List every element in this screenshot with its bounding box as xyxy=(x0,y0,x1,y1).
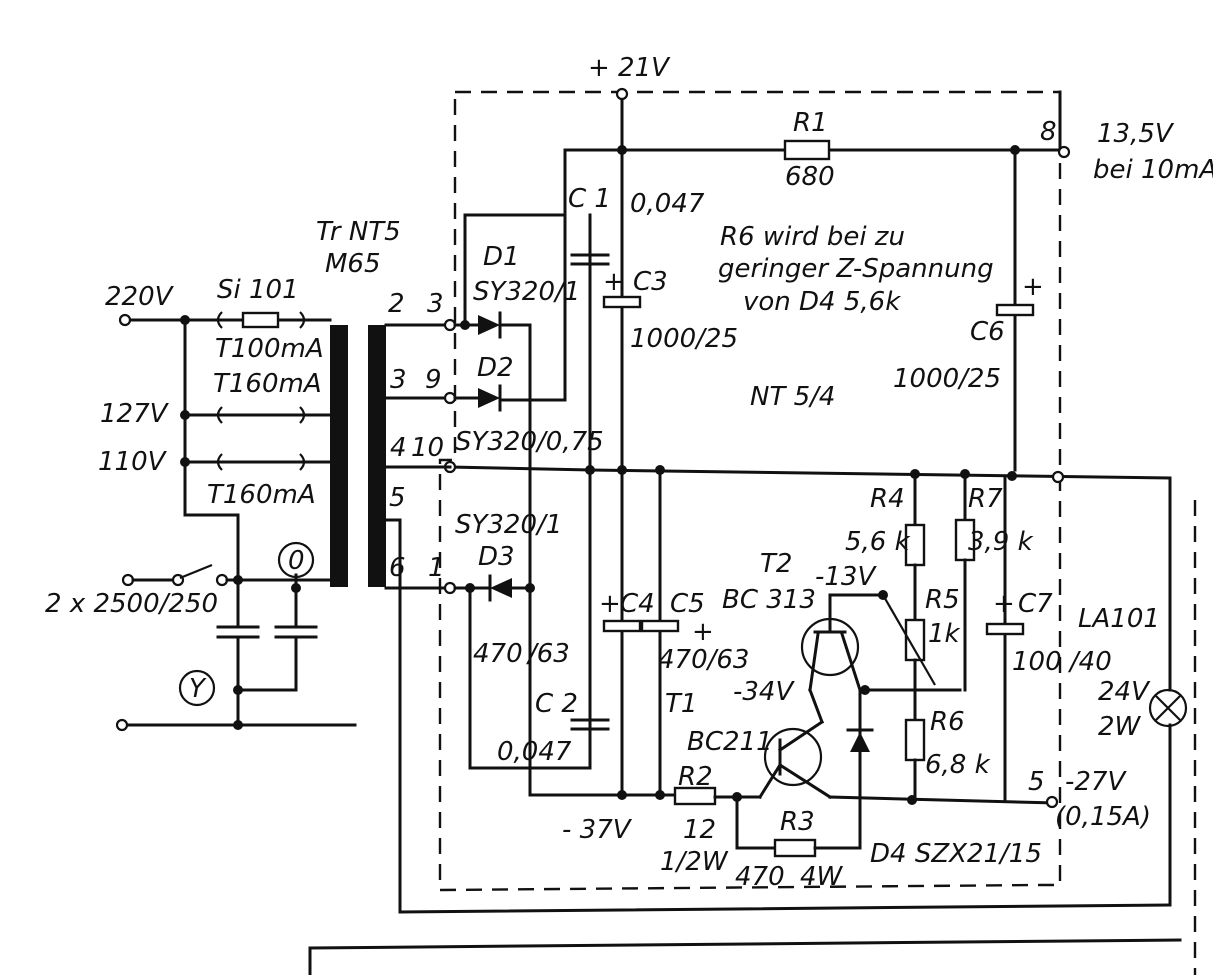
label-tr-pin6: 6 xyxy=(389,553,406,583)
label-d3-type: SY320/1 xyxy=(455,510,562,540)
label-out5-current: (0,15A) xyxy=(1055,802,1151,832)
label-d2-type: SY320/0,75 xyxy=(455,427,604,457)
label-t2-type: BC 313 xyxy=(722,585,816,615)
label-r1-value: 680 xyxy=(785,162,835,192)
lamp-la101 xyxy=(1148,688,1188,728)
label-fuse: Si 101 xyxy=(217,275,299,305)
label-tr-pin4: 4 xyxy=(390,433,407,463)
label-r5-value: 1k xyxy=(928,619,961,649)
label-c2: C 2 xyxy=(535,689,578,719)
label-c5: C5 xyxy=(670,589,705,619)
label-127v: 127V xyxy=(100,399,170,429)
label-c6-value: 1000/25 xyxy=(893,364,1001,394)
label-r5: R5 xyxy=(925,585,960,615)
note-line3: von D4 5,6k xyxy=(743,287,901,317)
label-d4: D4 SZX21/15 xyxy=(870,839,1042,869)
label-t1-type: BC211 xyxy=(687,727,773,757)
label-r4-value: 5,6 k xyxy=(845,527,911,557)
label-c5-value: 470/63 xyxy=(658,645,749,675)
label-mains-caps: 2 x 2500/250 xyxy=(45,589,218,619)
r3-resistor xyxy=(773,838,817,858)
label-t2: T2 xyxy=(760,549,792,579)
label-r2: R2 xyxy=(678,762,713,792)
note-line2: geringer Z-Spannung xyxy=(718,254,994,284)
label-fuse-val1: T100mA xyxy=(215,334,324,364)
label-t1-voltage: -34V xyxy=(733,677,795,707)
label-r1: R1 xyxy=(793,108,828,138)
label-out-voltage: 13,5V xyxy=(1097,119,1175,149)
label-transformer: Tr NT5 xyxy=(316,217,401,247)
label-c4: C4 xyxy=(620,589,655,619)
label-lamp-voltage: 24V xyxy=(1098,677,1151,707)
label-tr-pin3: 3 xyxy=(390,365,407,395)
module-boundary xyxy=(438,90,1062,892)
label-c1-value: 0,047 xyxy=(630,189,705,219)
svg-text:+: + xyxy=(599,589,621,619)
mains-section xyxy=(115,541,357,732)
label-c1: C 1 xyxy=(568,184,611,214)
label-c4-value: 470 xyxy=(473,639,523,669)
label-110v: 110V xyxy=(98,447,168,477)
label-o: 0 xyxy=(288,546,305,576)
svg-text:+: + xyxy=(603,267,625,297)
label-fuse-val2: T160mA xyxy=(213,369,322,399)
r6-resistor xyxy=(904,718,926,762)
label-r3-value: 470 xyxy=(735,862,785,892)
svg-text:+: + xyxy=(692,617,714,647)
label-fuse-val3: T160mA xyxy=(207,480,316,510)
label-c3-value: 1000/25 xyxy=(630,324,738,354)
rectifier xyxy=(443,213,592,797)
terminal-8 xyxy=(1057,145,1071,159)
label-c6: C6 xyxy=(970,317,1005,347)
note-line1: R6 wird bei zu xyxy=(720,222,905,252)
label-pin8: 8 xyxy=(1040,117,1057,147)
label-y: Y xyxy=(189,674,207,704)
label-c4c5-value: /63 xyxy=(526,639,570,669)
label-pin9: 9 xyxy=(425,365,442,395)
t1-transistor xyxy=(763,727,823,787)
terminal-plus21v xyxy=(615,87,629,101)
label-t1: T1 xyxy=(665,689,697,719)
label-r3-power: 4W xyxy=(800,862,844,892)
label-c7-value: 100 /40 xyxy=(1012,647,1112,677)
label-r6-value: 6,8 k xyxy=(925,750,991,780)
label-board: NT 5/4 xyxy=(750,382,835,412)
label-out5-voltage: -27V xyxy=(1065,767,1127,797)
label-r3: R3 xyxy=(780,807,815,837)
label-pin1: 1 xyxy=(428,553,445,583)
label-pin3: 3 xyxy=(427,289,444,319)
svg-text:+: + xyxy=(993,589,1015,619)
label-r2-value: 12 xyxy=(683,815,716,845)
label-r2-power: 1/2W xyxy=(660,847,729,877)
label-c3: C3 xyxy=(633,267,668,297)
label-t2-voltage: -13V xyxy=(815,562,877,592)
label-pin10: 10 xyxy=(411,433,444,463)
label-c2-value: 0,047 xyxy=(497,737,572,767)
label-c7: C7 xyxy=(1018,589,1053,619)
label-r6: R6 xyxy=(930,707,965,737)
label-lamp-power: 2W xyxy=(1098,712,1142,742)
label-lamp: LA101 xyxy=(1078,604,1160,634)
label-220v: 220V xyxy=(105,282,175,312)
label-transformer-core: M65 xyxy=(325,249,381,279)
label-d3: D3 xyxy=(478,542,515,572)
svg-text:+: + xyxy=(1022,272,1044,302)
label-r4: R4 xyxy=(870,484,905,514)
label-d1-type: SY320/1 xyxy=(473,277,580,307)
c7-capacitor xyxy=(985,622,1025,636)
label-d1: D1 xyxy=(483,242,520,272)
label-out-note: bei 10mA xyxy=(1093,155,1213,185)
label-pin5-out: 5 xyxy=(1028,767,1045,797)
label-minus37v: - 37V xyxy=(562,815,633,845)
label-d2: D2 xyxy=(477,353,514,383)
label-tr-pin5: 5 xyxy=(389,483,406,513)
label-r7: R7 xyxy=(968,484,1003,514)
fuse-si101 xyxy=(241,311,280,329)
label-plus21v: + 21V xyxy=(588,53,671,83)
label-r7-value: 3,9 k xyxy=(968,527,1034,557)
label-tr-pin2: 2 xyxy=(388,289,405,319)
r1-resistor xyxy=(783,139,831,161)
